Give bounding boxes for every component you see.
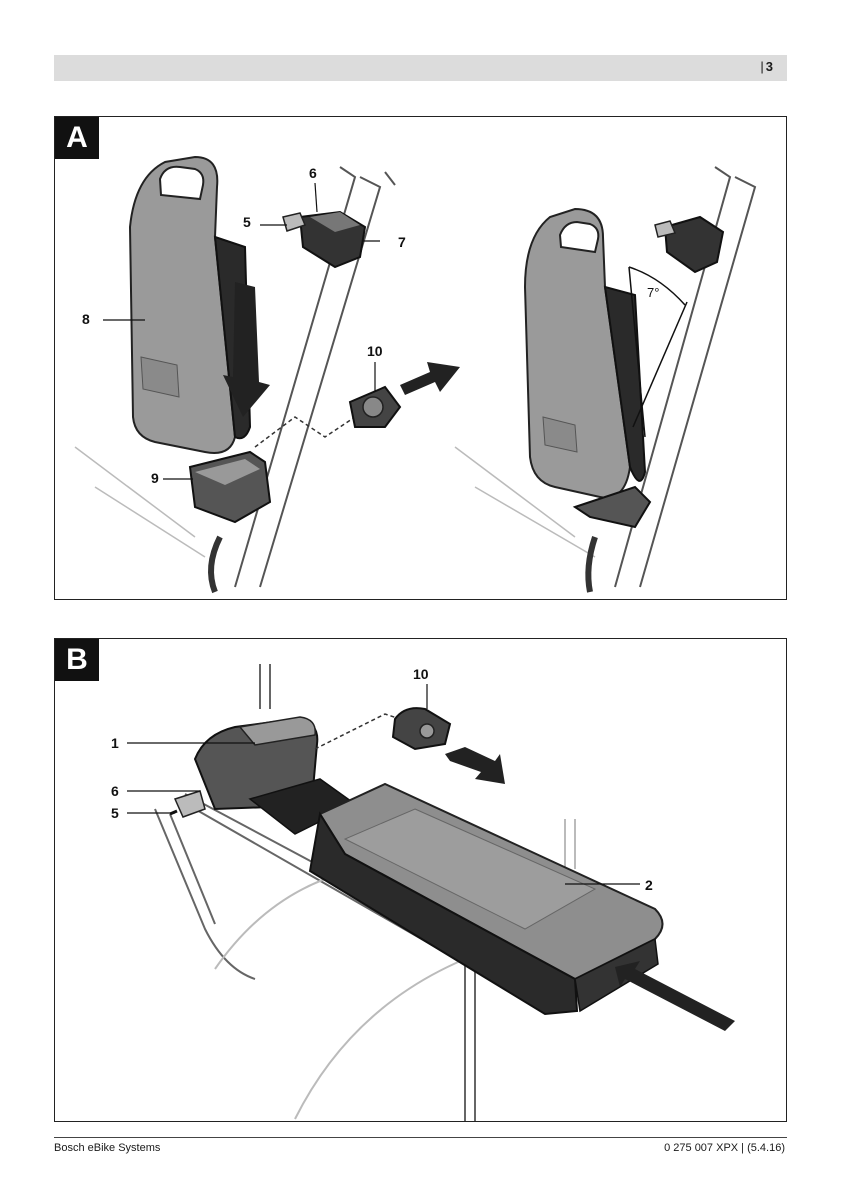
footer-rule [54, 1137, 787, 1138]
figure-b-illustration [55, 639, 786, 1121]
footer-publisher: Bosch eBike Systems [54, 1142, 160, 1154]
callout-8: 8 [82, 311, 90, 327]
angle-label: 7° [647, 285, 659, 300]
figure-b: B 1 6 5 10 2 [54, 638, 787, 1122]
footer-document-number: 0 275 007 XPX | (5.4.16) [664, 1142, 785, 1154]
callout-2: 2 [645, 877, 653, 893]
header-bar: |3 [54, 55, 787, 81]
callout-7: 7 [398, 234, 406, 250]
callout-5: 5 [111, 805, 119, 821]
figure-a: A 5 6 7 8 9 10 7° [54, 116, 787, 600]
callout-10: 10 [367, 343, 383, 359]
callout-1: 1 [111, 735, 119, 751]
figure-label: A [55, 117, 99, 159]
callout-6: 6 [111, 783, 119, 799]
figure-label: B [55, 639, 99, 681]
page-number: |3 [760, 59, 773, 74]
callout-5: 5 [243, 214, 251, 230]
figure-a-illustration [55, 117, 786, 599]
callout-9: 9 [151, 470, 159, 486]
callout-6: 6 [309, 165, 317, 181]
callout-10: 10 [413, 666, 429, 682]
